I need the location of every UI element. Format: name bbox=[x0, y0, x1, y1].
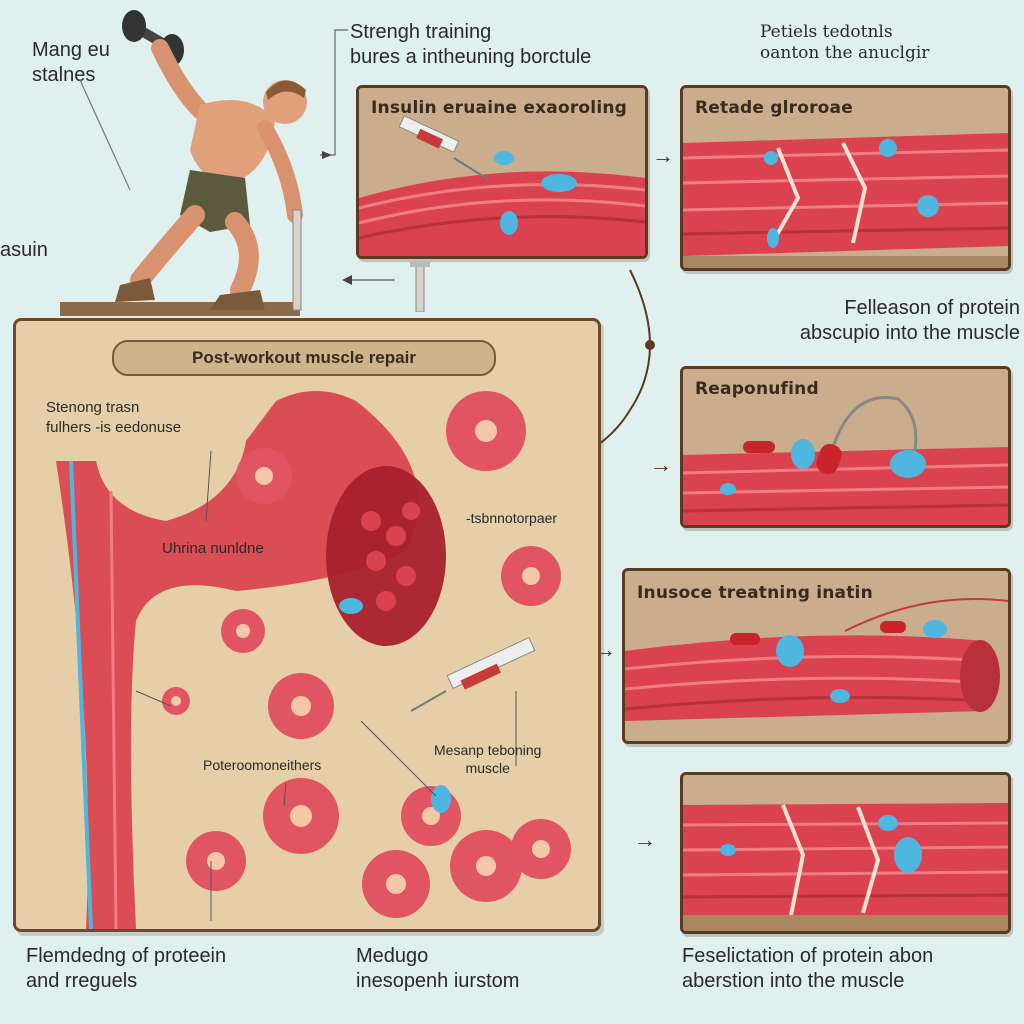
panel-insulin: Insulin eruaine exaoroling bbox=[356, 85, 648, 259]
main-panel-banner: Post-workout muscle repair bbox=[112, 340, 496, 376]
strength-caption-line1: Strengh training bbox=[350, 21, 492, 43]
top-left-caption-line2: stalnes bbox=[32, 64, 96, 86]
mesanp-label-line2: muscle bbox=[465, 759, 510, 776]
stenong-label: Stenong trasn fulhers -is eedonuse bbox=[46, 398, 181, 437]
bottom-right-caption-line1: Feselictation of protein abon bbox=[682, 945, 934, 967]
right-mid-caption-line1: Felleason of protein bbox=[844, 297, 1020, 319]
top-right-caption: Petiels tedotnls oanton the anuclgir bbox=[760, 22, 990, 65]
droplet-icon bbox=[720, 815, 922, 873]
red-blood-cells bbox=[162, 391, 571, 918]
panel-insulin-title: Insulin eruaine exaoroling bbox=[371, 98, 628, 118]
top-right-caption-line1: Petiels tedotnls bbox=[760, 22, 893, 42]
sbsn-label: -tsbnnotorpaer bbox=[466, 510, 558, 526]
right-mid-caption-line2: abscupio into the muscle bbox=[799, 322, 1020, 344]
droplet-icon bbox=[776, 620, 947, 703]
bottom-mid-caption-line2: inesopenh iurstom bbox=[356, 970, 520, 992]
athlete-illustration bbox=[60, 10, 307, 316]
syringe-icon bbox=[410, 636, 536, 712]
top-left-caption-line1: Mang eu bbox=[32, 39, 110, 61]
panel-reaponufind: Reaponufind bbox=[680, 366, 1011, 528]
stenong-label-line1: Stenong trasn bbox=[46, 399, 140, 416]
bottom-right-caption-line2: aberstion into the muscle bbox=[682, 970, 905, 992]
arrow-to-reaponufind: → bbox=[650, 452, 672, 477]
panel-inusoce-title: Inusoce treatning inatin bbox=[637, 583, 873, 603]
panel-inusoce: Inusoce treatning inatin bbox=[622, 568, 1011, 744]
uhrina-label: Uhrina nunldne bbox=[162, 540, 264, 557]
panel-retade-title: Retade glroroae bbox=[695, 98, 853, 118]
strength-connector bbox=[320, 29, 348, 159]
syringe-icon bbox=[398, 115, 490, 181]
stenong-label-line2: fulhers -is eedonuse bbox=[46, 418, 182, 436]
panel-retade: Retade glroroae bbox=[680, 85, 1011, 271]
bottom-left-caption-line1: Flemdedng of proteein bbox=[26, 945, 227, 967]
left-edge-label: asuin bbox=[0, 239, 48, 261]
panel-reaponufind-title: Reaponufind bbox=[695, 379, 819, 399]
top-left-caption: Mang eu stalnes bbox=[32, 38, 142, 88]
arrow-to-retade: → bbox=[652, 143, 674, 168]
right-mid-caption: Felleason of protein abscupio into the m… bbox=[790, 296, 1020, 346]
droplet-icon bbox=[339, 598, 451, 813]
bottom-left-caption: Flemdedng of proteein and rreguels bbox=[26, 944, 226, 994]
droplet-icon bbox=[764, 139, 939, 248]
bottom-mid-caption-line1: Medugo bbox=[356, 945, 429, 967]
bottom-right-caption: Feselictation of protein abon aberstion … bbox=[682, 944, 933, 994]
strength-caption: Strengh training bures a intheuning borc… bbox=[350, 20, 680, 70]
bottom-mid-caption: Medugo inesopenh iurstom bbox=[356, 944, 519, 994]
panel-bottom-right bbox=[680, 772, 1011, 934]
protein-capsule-icon bbox=[730, 621, 906, 645]
strength-caption-line2: bures a intheuning borctule bbox=[350, 46, 592, 68]
arrow-to-bottom-right: → bbox=[634, 827, 656, 852]
support-post bbox=[410, 262, 430, 312]
poter-label: Poteroomoneithers bbox=[203, 757, 322, 773]
return-connector bbox=[342, 275, 395, 285]
mesanp-label: Mesanp teboning muscle bbox=[434, 742, 541, 777]
bottom-left-caption-line2: and rreguels bbox=[26, 970, 138, 992]
droplet-icon bbox=[494, 151, 577, 235]
main-panel bbox=[13, 318, 601, 932]
blood-cluster bbox=[361, 502, 420, 611]
top-right-caption-line2: oanton the anuclgir bbox=[760, 43, 930, 64]
mesanp-label-line1: Mesanp teboning bbox=[434, 742, 542, 758]
droplet-icon bbox=[720, 439, 926, 495]
protein-capsule-icon bbox=[743, 441, 842, 475]
